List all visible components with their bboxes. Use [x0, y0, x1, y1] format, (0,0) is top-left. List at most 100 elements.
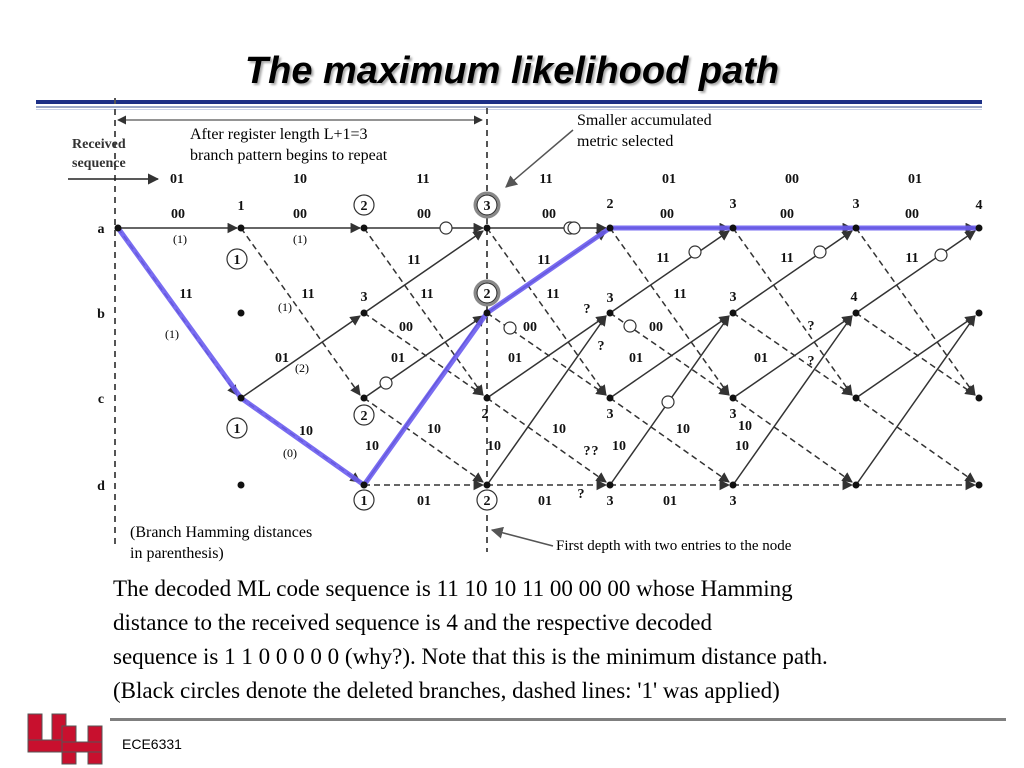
- branch-label: 01: [508, 351, 522, 366]
- branch-label: 10: [738, 419, 752, 434]
- node-metric: 1: [361, 494, 368, 509]
- branch-label: 10: [299, 424, 313, 439]
- branch-distance: (1): [278, 300, 292, 314]
- solid-branch: [855, 315, 976, 486]
- branch-label: 01: [417, 494, 431, 509]
- node-metric: 2: [361, 199, 368, 214]
- branch-label: 11: [905, 251, 918, 266]
- solid-branch: [363, 230, 484, 314]
- first-depth-arrow: [490, 526, 554, 547]
- title-divider-shadow: [36, 106, 982, 108]
- branch-label: 10: [365, 439, 379, 454]
- dashed-branch: [732, 227, 853, 396]
- branch-label: 00: [542, 207, 556, 222]
- node-metric: 2: [482, 407, 489, 422]
- metric-ring: [353, 194, 375, 216]
- node-metric: 3: [853, 197, 860, 212]
- node-metric: 3: [607, 291, 614, 306]
- received-symbol: 00: [785, 172, 799, 187]
- solid-branch: [486, 315, 607, 399]
- trellis-node: [852, 394, 860, 402]
- branch-hamming-note: (Branch Hamming distances in parenthesis…: [130, 522, 312, 564]
- state-label-c: c: [98, 392, 104, 407]
- deleted-branch-marker: [623, 319, 637, 333]
- received-symbol: 11: [416, 172, 429, 187]
- node-metric: 3: [607, 407, 614, 422]
- question-mark: ?: [584, 444, 591, 459]
- register-length-note: After register length L+1=3 branch patte…: [190, 124, 387, 166]
- survivor-ring: [473, 191, 501, 219]
- smaller-metric-note: Smaller accumulated metric selected: [577, 110, 712, 152]
- trellis-node: [729, 224, 737, 232]
- title-divider: [36, 100, 982, 104]
- deleted-branch-marker: [661, 395, 675, 409]
- trellis-node: [852, 309, 860, 317]
- trellis-node: [360, 481, 368, 489]
- footer-course-code: ECE6331: [122, 736, 182, 752]
- trellis-node: [483, 224, 491, 232]
- dashed-branch: [732, 397, 853, 483]
- dashed-branch: [609, 227, 730, 396]
- branch-label: 01: [538, 494, 552, 509]
- solid-branch: [240, 315, 361, 399]
- branch-distance: (1): [165, 327, 179, 341]
- trellis-node: [237, 394, 245, 402]
- branch-label: 10: [552, 422, 566, 437]
- solid-branch: [732, 315, 853, 399]
- dashed-branch: [363, 312, 484, 396]
- deleted-branch-marker: [934, 248, 948, 262]
- question-mark: ?: [598, 339, 605, 354]
- node-metric: 1: [238, 199, 245, 214]
- question-mark: ?: [808, 319, 815, 334]
- trellis-node: [975, 481, 983, 489]
- trellis-node: [606, 309, 614, 317]
- received-symbol: 01: [662, 172, 676, 187]
- deleted-branch-marker: [813, 245, 827, 259]
- branch-label: 00: [399, 320, 413, 335]
- dashed-branch: [855, 227, 976, 396]
- trellis-node: [237, 224, 245, 232]
- trellis-node: [729, 309, 737, 317]
- metric-ring: [353, 489, 375, 511]
- solid-branch: [609, 315, 730, 399]
- solid-branch: [855, 230, 976, 314]
- dashed-branch: [363, 227, 484, 396]
- survivor-ring: [473, 279, 501, 307]
- dashed-branch: [855, 312, 976, 396]
- question-mark: ?: [808, 354, 815, 369]
- solid-branch: [732, 230, 853, 314]
- trellis-node: [606, 481, 614, 489]
- slide-body-text: The decoded ML code sequence is 11 10 10…: [113, 572, 1013, 708]
- body-line-2: distance to the received sequence is 4 a…: [113, 610, 713, 635]
- branch-label: 10: [612, 439, 626, 454]
- node-metric: 3: [730, 197, 737, 212]
- register-length-note-line-1: After register length L+1=3: [190, 126, 368, 143]
- branch-label: 11: [780, 251, 793, 266]
- state-label-a: a: [98, 222, 105, 237]
- node-metric: 3: [607, 494, 614, 509]
- solid-branch: [609, 230, 730, 314]
- branch-label: 01: [629, 351, 643, 366]
- node-metric: 3: [484, 199, 491, 214]
- trellis-node: [852, 224, 860, 232]
- deleted-branch-marker: [688, 245, 702, 259]
- dashed-branch: [486, 397, 607, 483]
- body-line-4: (Black circles denote the deleted branch…: [113, 678, 780, 703]
- trellis-node: [237, 481, 245, 489]
- branch-label: 10: [427, 422, 441, 437]
- branch-label: 00: [417, 207, 431, 222]
- body-line-3: sequence is 1 1 0 0 0 0 0 (why?). Note t…: [113, 644, 828, 669]
- metric-ring: [476, 194, 498, 216]
- metric-ring: [476, 489, 498, 511]
- branch-hamming-note-line-1: (Branch Hamming distances: [130, 524, 313, 541]
- deleted-branch-marker: [503, 321, 517, 335]
- branch-label: 00: [780, 207, 794, 222]
- branch-label: 00: [523, 320, 537, 335]
- received-symbol: 11: [539, 172, 552, 187]
- footer-divider: [110, 718, 1006, 721]
- trellis-node: [483, 481, 491, 489]
- ml-path: [115, 225, 979, 488]
- trellis-node: [975, 394, 983, 402]
- received-symbol: 01: [170, 172, 184, 187]
- branch-label: 01: [275, 351, 289, 366]
